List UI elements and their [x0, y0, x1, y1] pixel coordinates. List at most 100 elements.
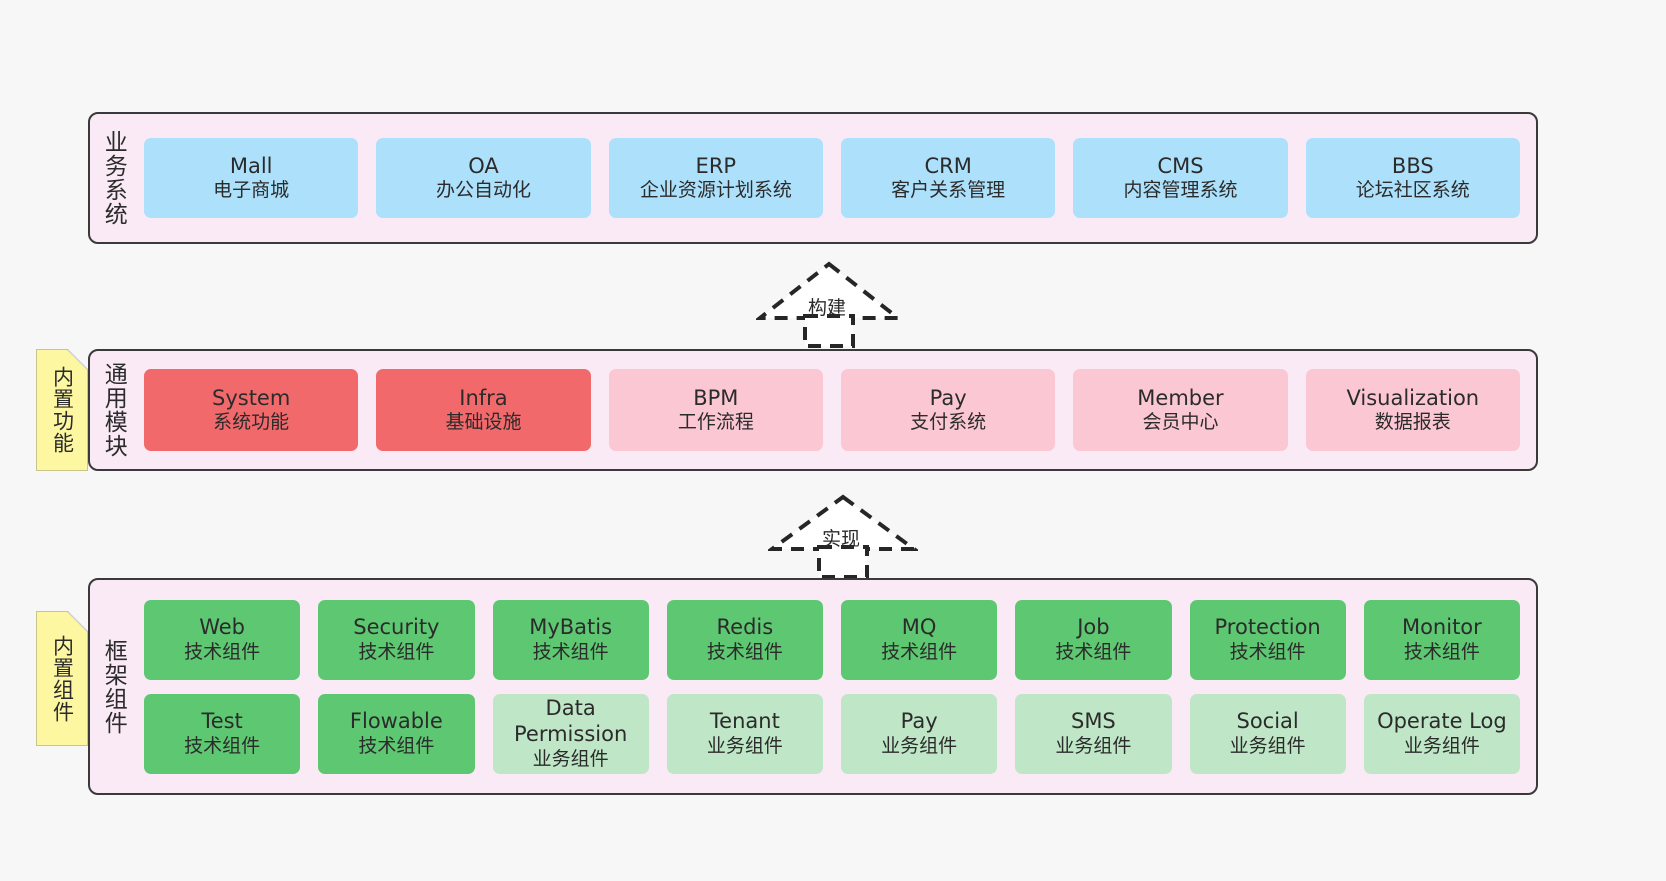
card-title-en: Security: [353, 615, 440, 640]
card-title-en: Operate Log: [1377, 709, 1507, 734]
card-pay-business[interactable]: Pay 业务组件: [841, 693, 998, 774]
card-tenant[interactable]: Tenant 业务组件: [666, 693, 823, 774]
card-data-permission[interactable]: Data Permission 业务组件: [492, 693, 649, 774]
connector-implement: 实现: [768, 491, 918, 579]
card-title-zh: 技术组件: [706, 640, 783, 663]
card-title-zh: 企业资源计划系统: [639, 179, 792, 202]
card-row: Mall 电子商城 OA 办公自动化 ERP 企业资源计划系统 CRM 客户关系…: [144, 138, 1520, 218]
card-title-zh: 技术组件: [1055, 640, 1132, 663]
card-bbs[interactable]: BBS 论坛社区系统: [1305, 138, 1520, 218]
card-job[interactable]: Job 技术组件: [1015, 599, 1172, 680]
card-crm[interactable]: CRM 客户关系管理: [840, 138, 1056, 218]
note-fold-icon: [67, 612, 87, 632]
card-title-zh: 业务组件: [1055, 734, 1132, 757]
card-row-technical: Web 技术组件 Security 技术组件 MyBatis 技术组件 Redi…: [144, 599, 1520, 680]
card-title-en: Infra: [459, 385, 508, 410]
card-title-en: MQ: [901, 615, 937, 640]
card-title-zh: 系统功能: [213, 411, 290, 434]
layer-common-modules-title: 通用模块: [100, 362, 127, 458]
card-title-zh: 业务组件: [1403, 734, 1480, 757]
card-erp[interactable]: ERP 企业资源计划系统: [608, 138, 823, 218]
connector-build: 构建: [756, 258, 902, 348]
card-title-zh: 业务组件: [532, 747, 609, 770]
card-title-en: Pay: [900, 709, 938, 734]
note-fold-icon: [67, 350, 87, 370]
card-infra[interactable]: Infra 基础设施: [376, 369, 591, 451]
card-mall[interactable]: Mall 电子商城: [144, 138, 359, 218]
card-title-en: System: [212, 385, 291, 410]
card-title-en: OA: [468, 153, 499, 178]
card-flowable[interactable]: Flowable 技术组件: [318, 693, 475, 774]
card-title-zh: 技术组件: [184, 734, 261, 757]
card-title-zh: 业务组件: [1229, 734, 1306, 757]
layer-framework-components-body: Web 技术组件 Security 技术组件 MyBatis 技术组件 Redi…: [136, 580, 1536, 793]
card-cms[interactable]: CMS 内容管理系统: [1073, 138, 1288, 218]
card-title-zh: 内容管理系统: [1123, 179, 1238, 202]
card-title-zh: 会员中心: [1142, 411, 1219, 434]
card-row: System 系统功能 Infra 基础设施 BPM 工作流程 Pay 支付系统…: [144, 369, 1520, 451]
note-label: 内置功能: [50, 366, 75, 454]
card-title-en: Web: [199, 615, 246, 640]
card-title-en: Visualization: [1346, 385, 1480, 410]
card-visualization[interactable]: Visualization 数据报表: [1305, 369, 1520, 451]
card-title-zh: 技术组件: [881, 640, 958, 663]
note-label: 内置组件: [50, 634, 75, 723]
card-security[interactable]: Security 技术组件: [318, 599, 475, 680]
card-title-en: SMS: [1070, 709, 1116, 734]
card-title-en: CMS: [1157, 153, 1204, 178]
card-test[interactable]: Test 技术组件: [144, 693, 301, 774]
card-title-zh: 基础设施: [445, 411, 522, 434]
card-title-en: Test: [201, 709, 243, 734]
card-title-zh: 技术组件: [358, 734, 435, 757]
card-title-zh: 业务组件: [706, 734, 783, 757]
layer-framework-components-title: 框架组件: [100, 638, 127, 735]
card-title-zh: 技术组件: [532, 640, 609, 663]
card-pay[interactable]: Pay 支付系统: [840, 369, 1056, 451]
card-title-en: Job: [1077, 615, 1110, 640]
card-web[interactable]: Web 技术组件: [144, 599, 301, 680]
card-title-en: MyBatis: [529, 615, 613, 640]
generalization-arrow-icon: [768, 494, 918, 579]
card-title-zh: 技术组件: [1229, 640, 1306, 663]
card-title-en: Member: [1137, 385, 1224, 410]
layer-business-systems-title: 业务系统: [100, 130, 127, 226]
card-title-en: Redis: [716, 615, 774, 640]
note-builtin-features: 内置功能: [36, 349, 88, 471]
card-monitor[interactable]: Monitor 技术组件: [1363, 599, 1520, 680]
card-bpm[interactable]: BPM 工作流程: [608, 369, 823, 451]
card-title-en: Monitor: [1401, 615, 1482, 640]
card-mq[interactable]: MQ 技术组件: [841, 599, 998, 680]
card-redis[interactable]: Redis 技术组件: [666, 599, 823, 680]
card-title-zh: 客户关系管理: [891, 179, 1006, 202]
card-title-zh: 支付系统: [910, 411, 987, 434]
connector-build-label: 构建: [808, 297, 847, 319]
card-protection[interactable]: Protection 技术组件: [1189, 599, 1346, 680]
card-sms[interactable]: SMS 业务组件: [1015, 693, 1172, 774]
layer-common-modules: 通用模块 System 系统功能 Infra 基础设施 BPM 工作流程 Pay…: [88, 349, 1538, 471]
card-title-en: Social: [1236, 709, 1299, 734]
card-title-zh: 业务组件: [881, 734, 958, 757]
card-title-en: Data Permission: [513, 696, 628, 746]
card-member[interactable]: Member 会员中心: [1073, 369, 1288, 451]
card-social[interactable]: Social 业务组件: [1189, 693, 1346, 774]
connector-implement-label: 实现: [822, 528, 861, 550]
layer-business-systems: 业务系统 Mall 电子商城 OA 办公自动化 ERP 企业资源计划系统 CRM…: [88, 112, 1538, 244]
layer-framework-components: 框架组件 Web 技术组件 Security 技术组件 MyBatis 技术组件…: [88, 578, 1538, 795]
card-mybatis[interactable]: MyBatis 技术组件: [492, 599, 649, 680]
card-oa[interactable]: OA 办公自动化: [376, 138, 591, 218]
card-title-en: Flowable: [349, 709, 443, 734]
card-title-zh: 办公自动化: [435, 179, 531, 202]
card-title-en: ERP: [695, 153, 737, 178]
card-title-zh: 工作流程: [677, 411, 754, 434]
card-title-en: BPM: [693, 385, 739, 410]
card-title-en: Tenant: [709, 709, 780, 734]
card-operate-log[interactable]: Operate Log 业务组件: [1363, 693, 1520, 774]
card-title-en: Mall: [229, 153, 273, 178]
card-title-zh: 数据报表: [1374, 411, 1451, 434]
card-title-zh: 技术组件: [184, 640, 261, 663]
card-system[interactable]: System 系统功能: [144, 369, 359, 451]
card-title-zh: 技术组件: [358, 640, 435, 663]
card-title-en: Protection: [1214, 615, 1321, 640]
note-builtin-components: 内置组件: [36, 611, 88, 746]
